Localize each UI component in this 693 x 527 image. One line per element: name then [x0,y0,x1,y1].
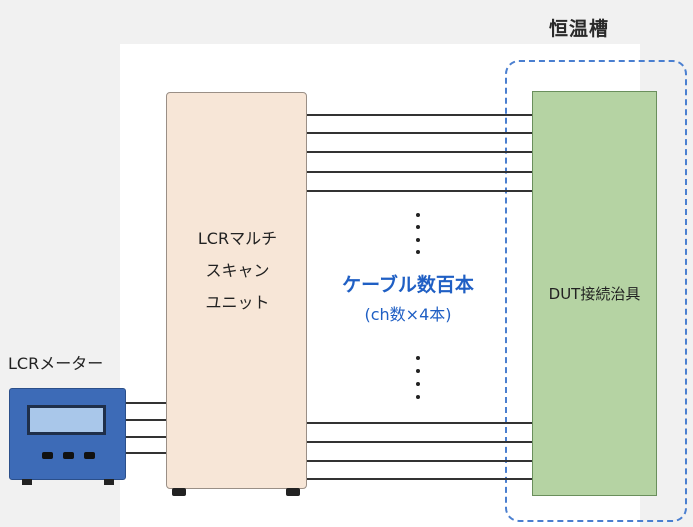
scan-unit-foot [172,488,186,496]
cable-line [307,114,532,116]
lcr-meter [9,388,126,480]
cable-line [307,151,532,153]
ellipsis-dot [416,356,420,360]
meter-cable-line [126,436,166,438]
cable-count-label: ケーブル数百本 [342,274,474,296]
ellipsis-dot [416,238,420,242]
meter-cable-line [126,452,166,454]
cable-line [307,460,532,462]
meter-foot [104,479,114,485]
cable-line [307,478,532,480]
scan-unit-label: LCRマルチ スキャン ユニット [197,229,278,312]
lcr-meter-label: LCRメーター [8,354,104,373]
cable-caption: ケーブル数百本 (ch数×4本) [308,270,508,325]
meter-foot [22,479,32,485]
cable-line [307,190,532,192]
cable-formula-label: (ch数×4本) [364,305,452,324]
meter-button [84,452,95,459]
thermostatic-chamber-outline [505,60,687,522]
meter-button [42,452,53,459]
cable-line [307,132,532,134]
ellipsis-dot [416,369,420,373]
meter-cable-line [126,402,166,404]
scan-unit-foot [286,488,300,496]
dut-fixture: DUT接続治具 [532,91,657,496]
lcr-scan-unit: LCRマルチ スキャン ユニット [166,92,307,489]
cable-line [307,441,532,443]
ellipsis-dot [416,225,420,229]
ellipsis-dot [416,395,420,399]
dut-fixture-label: DUT接続治具 [548,285,641,303]
chamber-title: 恒温槽 [549,18,610,40]
meter-button [63,452,74,459]
ellipsis-dot [416,213,420,217]
cable-line [307,171,532,173]
meter-display [27,405,106,435]
meter-cable-line [126,419,166,421]
ellipsis-dot [416,250,420,254]
ellipsis-dot [416,382,420,386]
cable-line [307,422,532,424]
